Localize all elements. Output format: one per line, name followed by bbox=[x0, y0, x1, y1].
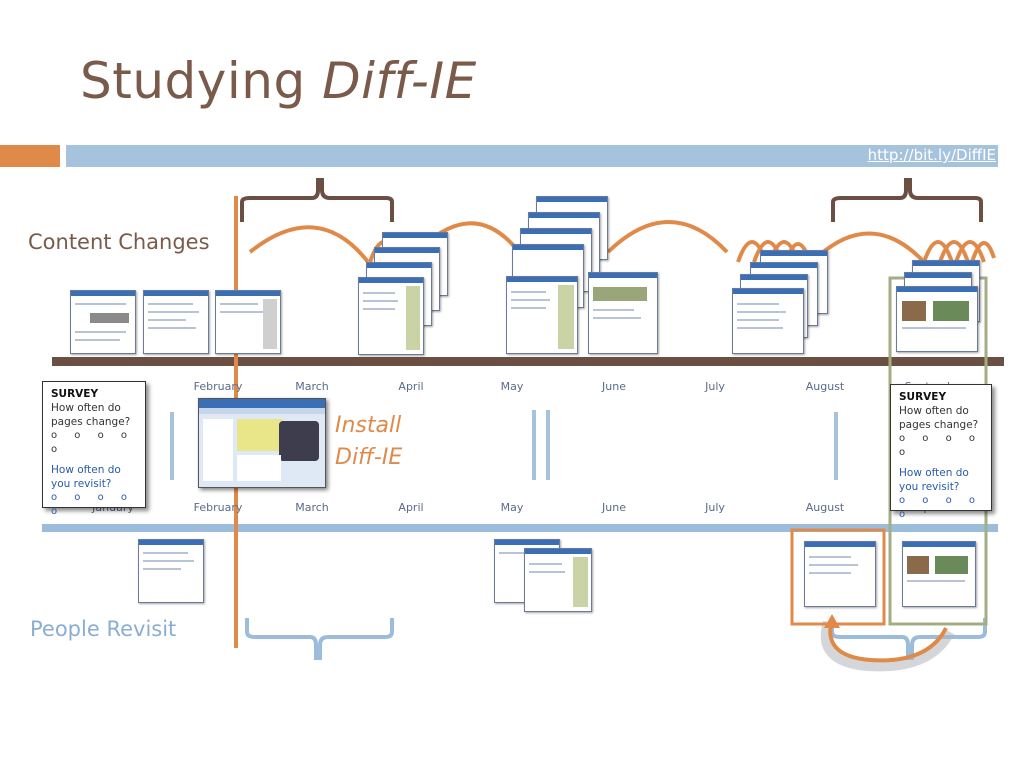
survey-options-revisit: o o o o o bbox=[899, 495, 983, 520]
bottom-month-apr: April bbox=[398, 501, 424, 514]
slide-title: Studying Diff-IE bbox=[80, 52, 477, 110]
top-month-apr: April bbox=[398, 380, 424, 393]
revisit-arrow-shadow bbox=[820, 620, 955, 672]
revisit-tick-marks bbox=[170, 410, 838, 480]
page-thumbnail bbox=[524, 548, 592, 612]
page-thumbnail bbox=[215, 290, 281, 354]
diffie-link[interactable]: http://bit.ly/DiffIE bbox=[867, 146, 996, 164]
page-thumbnail bbox=[732, 288, 804, 354]
top-month-may: May bbox=[500, 380, 524, 393]
page-thumbnail bbox=[138, 539, 204, 603]
revisit-arrow bbox=[828, 619, 948, 663]
survey-options-revisit: o o o o o bbox=[51, 492, 135, 517]
install-line1: Install bbox=[335, 413, 402, 438]
revisit-timeline-bar bbox=[42, 524, 998, 532]
page-thumbnail bbox=[804, 541, 876, 607]
title-main: Studying bbox=[80, 52, 323, 110]
survey-question-revisit: How often do you revisit? bbox=[51, 464, 121, 490]
top-brace-left bbox=[240, 178, 394, 222]
page-thumbnail bbox=[358, 277, 424, 355]
survey-question-change: How often do pages change? bbox=[51, 402, 131, 428]
diffie-browser-screenshot bbox=[198, 398, 326, 488]
arrow-april-to-feb bbox=[248, 225, 370, 264]
page-thumbnail bbox=[902, 541, 976, 607]
top-month-feb: February bbox=[193, 380, 243, 393]
top-month-jul: July bbox=[705, 380, 725, 393]
august-highlight-box bbox=[790, 528, 886, 626]
revisit-arrowhead bbox=[824, 614, 840, 628]
arrow-aug-to-june bbox=[606, 220, 729, 254]
page-thumbnail bbox=[143, 290, 209, 354]
title-italic: Diff-IE bbox=[322, 52, 477, 110]
install-line2: Diff-IE bbox=[335, 445, 403, 470]
bottom-brace-left bbox=[245, 618, 394, 660]
content-changes-label: Content Changes bbox=[28, 230, 210, 254]
page-thumbnail bbox=[506, 276, 578, 354]
top-month-aug: August bbox=[805, 380, 845, 393]
top-month-jun: June bbox=[602, 380, 626, 393]
people-revisit-label: People Revisit bbox=[30, 617, 177, 641]
bottom-month-jun: June bbox=[602, 501, 626, 514]
survey-options-change: o o o o o bbox=[899, 433, 983, 458]
install-diffie-label: Install Diff-IE bbox=[335, 410, 402, 474]
accent-bar-orange bbox=[0, 145, 60, 167]
survey-heading: SURVEY bbox=[899, 391, 947, 403]
survey-heading: SURVEY bbox=[51, 388, 99, 400]
accent-bar-blue bbox=[66, 145, 998, 167]
bottom-month-mar: March bbox=[295, 501, 329, 514]
page-thumbnail bbox=[70, 290, 136, 354]
bottom-month-feb: February bbox=[193, 501, 243, 514]
top-brace-right bbox=[831, 178, 983, 222]
content-timeline-bar bbox=[52, 357, 1004, 366]
survey-question-change: How often do pages change? bbox=[899, 405, 979, 431]
survey-question-revisit: How often do you revisit? bbox=[899, 467, 969, 493]
arrow-sep-to-aug bbox=[810, 231, 926, 264]
survey-card-end: SURVEY How often do pages change? o o o … bbox=[890, 384, 992, 520]
bottom-month-may: May bbox=[500, 501, 524, 514]
survey-card-start: SURVEY How often do pages change? o o o … bbox=[42, 381, 146, 517]
bottom-month-aug: August bbox=[805, 501, 845, 514]
change-arrows bbox=[248, 220, 996, 264]
bottom-month-jul: July bbox=[705, 501, 725, 514]
page-thumbnail bbox=[896, 286, 978, 352]
survey-options-change: o o o o o bbox=[51, 430, 135, 455]
top-month-mar: March bbox=[295, 380, 329, 393]
page-thumbnail bbox=[588, 272, 658, 354]
